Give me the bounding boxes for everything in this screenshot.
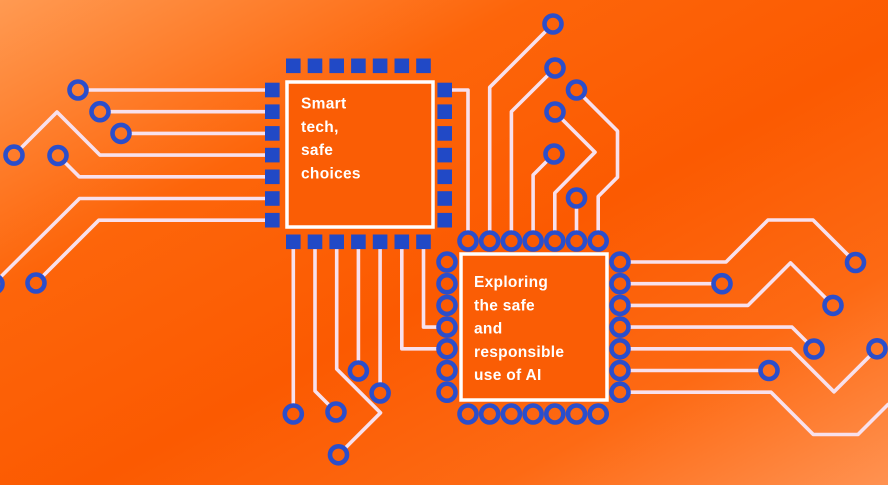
chip-pin (437, 169, 452, 185)
chip-pin (437, 104, 452, 119)
chip-smart-tech: Smart tech, safe choices (285, 80, 435, 229)
circuit-trace (627, 325, 810, 345)
circuit-trace (0, 196, 267, 280)
circuit-trace (334, 247, 383, 451)
chip2-label-line: Exploring (474, 274, 548, 291)
chip-pin (307, 234, 323, 250)
chip-pin (372, 58, 388, 74)
circuit-trace (553, 116, 597, 234)
chip-pin (351, 58, 366, 74)
circuit-traces (0, 28, 888, 451)
circuit-trace (531, 158, 550, 234)
chip2-body (459, 252, 609, 402)
chip-pin (286, 58, 301, 74)
chip-pin (265, 147, 280, 163)
circuit-trace (580, 94, 620, 234)
chip-pin (265, 212, 280, 228)
chip-ai-use: Exploring the safe and responsible use o… (459, 252, 609, 402)
chip-pin (437, 126, 452, 141)
node-ring (0, 276, 3, 293)
chip-pin (307, 58, 323, 74)
chip-pin (437, 82, 452, 98)
chip-pin (329, 58, 344, 74)
circuit-trace (18, 110, 267, 157)
circuit-trace (40, 218, 267, 279)
chip-pin (351, 234, 366, 250)
chip-pin (286, 234, 301, 250)
circuit-trace (627, 390, 888, 437)
chip-pin (372, 234, 388, 250)
chip-pin (394, 58, 410, 74)
circuit-trace (487, 28, 549, 234)
chip-pin (265, 82, 280, 98)
chip1-label-line: Smart (301, 96, 346, 113)
circuit-trace (627, 218, 852, 264)
chip-pin (437, 212, 452, 228)
circuit-trace (627, 261, 829, 308)
circuit-trace (509, 72, 551, 234)
circuit-trace (421, 247, 440, 329)
chip1-body (285, 80, 435, 229)
chip2-label-line: and (474, 321, 502, 338)
chip1-label-line: tech, (301, 119, 339, 136)
chip-pin (329, 234, 344, 250)
circuit-trace (627, 347, 873, 394)
chip-pin (265, 104, 280, 119)
chip2-label-line: use of AI (474, 367, 542, 384)
circuit-trace (450, 88, 470, 234)
chip-pin (265, 191, 280, 206)
chip-pin (394, 234, 410, 250)
chip-pin (265, 169, 280, 185)
chip-pin (437, 191, 452, 206)
chip1-label-line: choices (301, 165, 361, 182)
circuit-trace (400, 247, 440, 351)
chip1-label-line: safe (301, 142, 333, 159)
chip-pin (265, 126, 280, 141)
chip-pin (416, 234, 431, 250)
chip-pin (416, 58, 431, 74)
circuit-trace (62, 159, 267, 179)
circuit-trace (313, 247, 332, 408)
chip-pin (437, 147, 452, 163)
chip2-label-line: the safe (474, 297, 535, 314)
chip2-label-line: responsible (474, 344, 564, 361)
